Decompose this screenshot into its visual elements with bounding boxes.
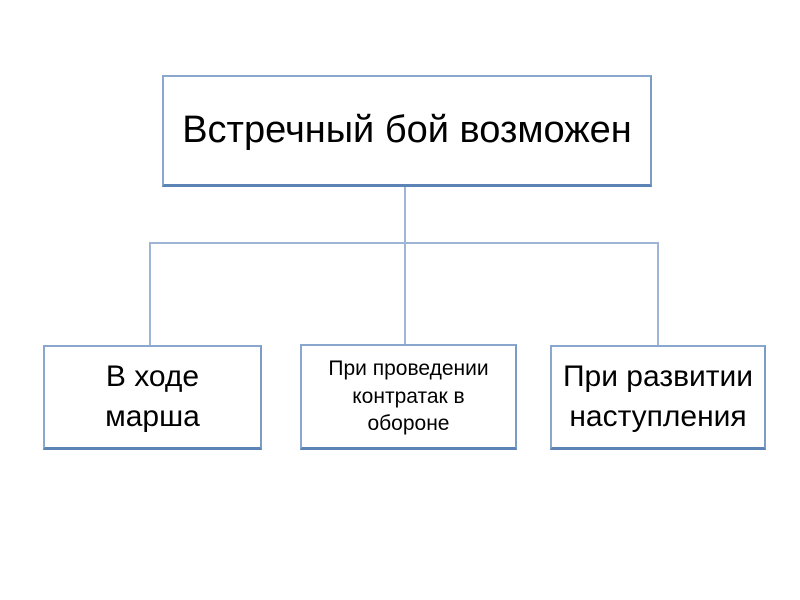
diagram-node-offensive-label: При развитии наступления (562, 360, 754, 433)
connector-root-vertical (404, 187, 406, 345)
connector-horizontal-bus (149, 242, 659, 244)
connector-left-vertical (149, 242, 151, 345)
diagram-node-offensive: При развитии наступления (550, 345, 766, 450)
diagram-node-march-label: В ходе марша (105, 360, 200, 433)
diagram-node-counterattack-label: При проведении контратак в обороне (328, 356, 489, 436)
diagram-node-root: Встречный бой возможен (162, 75, 652, 187)
connector-right-vertical (657, 242, 659, 345)
diagram-node-counterattack: При проведении контратак в обороне (300, 344, 517, 450)
diagram-node-root-label: Встречный бой возможен (182, 108, 632, 151)
diagram-node-march: В ходе марша (43, 345, 262, 450)
